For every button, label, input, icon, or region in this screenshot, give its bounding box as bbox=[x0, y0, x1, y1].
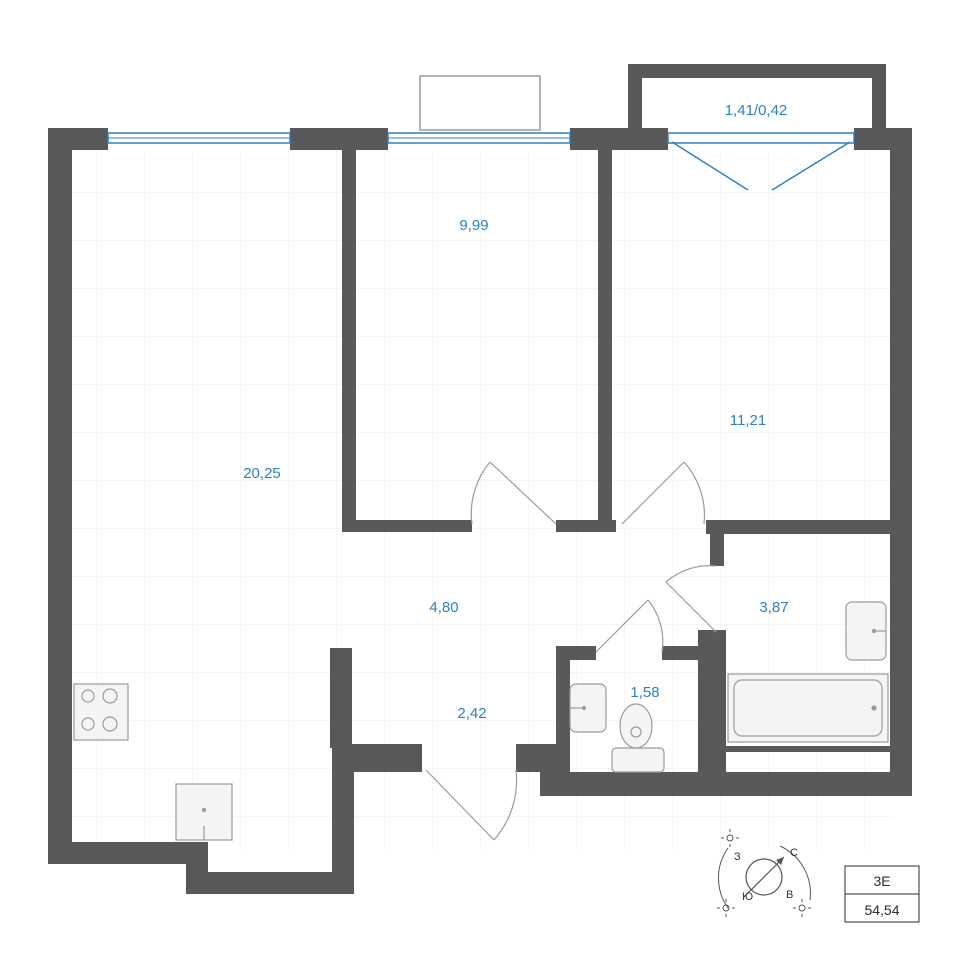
vent-box bbox=[419, 75, 541, 131]
windows bbox=[107, 132, 855, 144]
room-area-toilet: 1,58 bbox=[630, 684, 659, 701]
sun-icon bbox=[717, 829, 811, 917]
bathroom-sink-icon bbox=[845, 601, 887, 661]
balcony-door bbox=[671, 141, 851, 191]
room-area-bedroom-1: 9,99 bbox=[459, 217, 488, 234]
compass-south: Ю bbox=[742, 891, 753, 903]
apartment-info-box: 3E 54,54 bbox=[844, 865, 920, 923]
room-area-hallway: 4,80 bbox=[429, 599, 458, 616]
doors bbox=[425, 461, 717, 841]
room-area-balcony: 1,41/0,42 bbox=[725, 102, 788, 119]
compass-east: В bbox=[786, 889, 793, 901]
walls bbox=[48, 128, 912, 894]
compass-north: С bbox=[790, 847, 798, 859]
toilet-sink-icon bbox=[569, 683, 607, 733]
room-area-bedroom-2: 11,21 bbox=[730, 412, 766, 429]
toilet-icon bbox=[611, 703, 665, 773]
floor-grid bbox=[72, 150, 892, 850]
compass: С Ю З В bbox=[717, 829, 811, 917]
room-area-bathroom: 3,87 bbox=[759, 599, 788, 616]
stove-icon bbox=[73, 683, 129, 741]
room-area-entrance: 2,42 bbox=[457, 705, 486, 722]
room-area-living-kitchen: 20,25 bbox=[243, 465, 281, 482]
bathtub-icon bbox=[727, 673, 889, 743]
balcony-walls bbox=[628, 64, 886, 130]
compass-west: З bbox=[734, 851, 741, 863]
kitchen-sink-icon bbox=[175, 783, 233, 841]
apartment-code: 3E bbox=[873, 873, 890, 889]
total-area: 54,54 bbox=[864, 902, 899, 918]
